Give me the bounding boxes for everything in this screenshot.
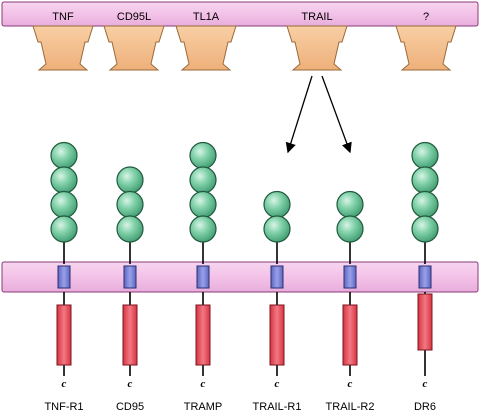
cysteine-rich-domain [263, 215, 291, 243]
receptor-label: DR6 [414, 401, 436, 413]
c-terminus-label: c [275, 378, 280, 390]
c-terminus-label: c [62, 378, 67, 390]
cysteine-rich-domain [263, 190, 291, 219]
cysteine-rich-domain [116, 215, 144, 243]
cysteine-rich-domain [116, 166, 144, 194]
cysteine-rich-domain [411, 141, 439, 170]
ligand-label: ? [423, 11, 429, 23]
bottom-membrane [1, 261, 479, 293]
arrow-trail-to-trail-r1 [285, 75, 313, 154]
c-terminus-label: c [423, 378, 428, 390]
receptor-label: TRAMP [184, 401, 223, 413]
ligand-shape [175, 25, 237, 71]
transmembrane-domain [123, 265, 137, 289]
ligand-shape [103, 25, 165, 71]
cysteine-rich-domain [411, 215, 439, 243]
cysteine-rich-domain [50, 215, 78, 243]
cysteine-rich-domain [336, 215, 364, 243]
transmembrane-domain [57, 265, 71, 289]
c-terminus-label: c [201, 378, 206, 390]
ligand-label: TNF [52, 11, 74, 23]
cysteine-rich-domain [336, 190, 364, 219]
death-domain [417, 293, 433, 351]
transmembrane-domain [196, 265, 210, 289]
receptor-label: TNF-R1 [44, 401, 83, 413]
death-domain [56, 304, 72, 366]
death-domain [269, 304, 285, 366]
receptor-label: TRAIL-R1 [253, 401, 302, 413]
ligand-shape [395, 25, 457, 71]
cysteine-rich-domain [189, 215, 217, 243]
ligand-shape [32, 25, 94, 71]
transmembrane-domain [418, 265, 432, 289]
ligand-label: TRAIL [301, 11, 332, 23]
transmembrane-domain [343, 265, 357, 289]
cysteine-rich-domain [189, 141, 217, 170]
ligand-shape [286, 25, 348, 71]
cysteine-rich-domain [50, 166, 78, 194]
ligand-label: TL1A [193, 11, 220, 23]
ligand-label: CD95L [117, 11, 151, 23]
receptor-label: CD95 [116, 401, 144, 413]
cysteine-rich-domain [411, 166, 439, 194]
death-domain [122, 304, 138, 366]
ligand-group: TNF CD95L TL1A TRAIL? [32, 11, 457, 71]
transmembrane-domain [270, 265, 284, 289]
cysteine-rich-domain [189, 190, 217, 219]
arrow-trail-to-trail-r2 [321, 75, 352, 154]
cysteine-rich-domain [189, 166, 217, 194]
cysteine-rich-domain [411, 190, 439, 219]
cysteine-rich-domain [116, 190, 144, 219]
c-terminus-label: c [128, 378, 133, 390]
death-domain [342, 304, 358, 366]
ligand-5: ? [395, 11, 457, 71]
ligand-3: TL1A [175, 11, 237, 71]
ligand-4: TRAIL [286, 11, 348, 71]
cysteine-rich-domain [50, 141, 78, 170]
top-membrane [1, 1, 479, 27]
cysteine-rich-domain [50, 190, 78, 219]
death-domain [195, 304, 211, 366]
ligand-2: CD95L [103, 11, 165, 71]
c-terminus-label: c [348, 378, 353, 390]
ligand-1: TNF [32, 11, 94, 71]
receptor-label: TRAIL-R2 [326, 401, 375, 413]
